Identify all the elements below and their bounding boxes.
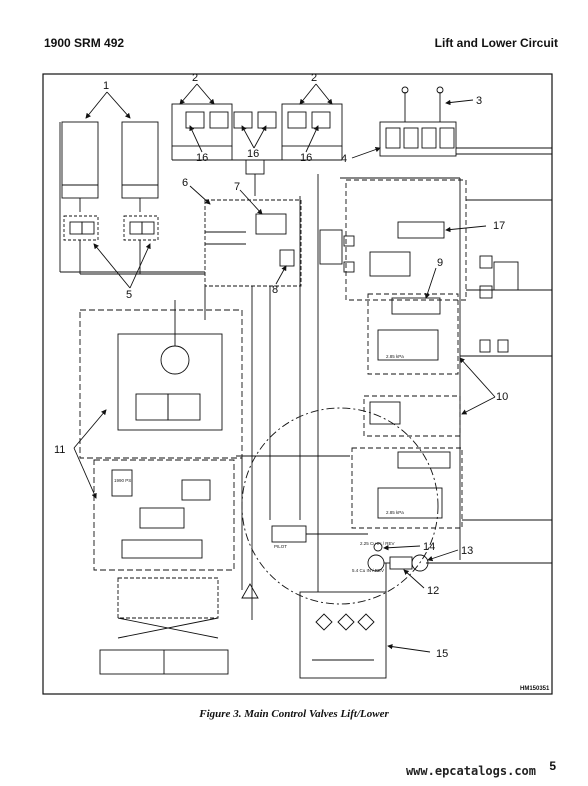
pilot-label: PILOT <box>274 544 287 549</box>
callout-12: 12 <box>427 585 439 597</box>
callout-16a: 16 <box>196 152 208 164</box>
watermark: www.epcatalogs.com <box>405 764 536 778</box>
callout-1: 1 <box>103 80 109 92</box>
steering-unit <box>79 300 243 459</box>
valve-block <box>379 121 457 157</box>
pump-displacement-label: 2.25 Cu IN / REV <box>360 541 395 546</box>
drawing-id: HM150351 <box>520 686 550 692</box>
lift-cylinder-left <box>61 121 99 212</box>
hydraulic-pump-section <box>93 459 235 639</box>
steer-cylinder <box>99 649 229 675</box>
motor-displacement-label: 5.4 Cu IN / REV <box>352 568 384 573</box>
callout-16b: 16 <box>247 148 259 160</box>
callout-15: 15 <box>436 648 448 660</box>
diagram-frame <box>42 73 553 695</box>
hydraulic-tank <box>299 591 387 679</box>
callout-13: 13 <box>461 545 473 557</box>
main-control-valve-section-lower <box>351 395 463 529</box>
callout-16c: 16 <box>300 152 312 164</box>
page-number: 5 <box>549 759 556 773</box>
control-levers <box>401 86 444 122</box>
solenoid-valve-right <box>479 255 519 299</box>
lowering-valve-left <box>63 215 99 274</box>
callout-9: 9 <box>437 257 443 269</box>
callout-2a: 2 <box>192 72 198 84</box>
check-valve-center-right <box>257 111 277 129</box>
main-control-valve-section-top <box>345 179 467 301</box>
callout-4: 4 <box>341 153 347 165</box>
header-right: Lift and Lower Circuit <box>434 36 558 50</box>
callout-11: 11 <box>54 444 65 456</box>
relief-label-c: 1990 PSI <box>114 478 133 483</box>
priority-manifold <box>204 199 302 287</box>
ground-symbol <box>241 583 259 599</box>
callout-17: 17 <box>493 220 505 232</box>
lift-cylinder-right <box>121 121 159 212</box>
solenoid-valve-mid <box>319 229 355 273</box>
flow-divider <box>245 159 265 175</box>
callout-3: 3 <box>476 95 482 107</box>
callout-6: 6 <box>182 177 188 189</box>
check-valve-center-left <box>233 111 253 129</box>
callout-2b: 2 <box>311 72 317 84</box>
tilt-cylinder-group-left <box>171 103 233 160</box>
callout-10: 10 <box>496 391 508 403</box>
tilt-cylinder-group-right <box>281 103 343 160</box>
header-left: 1900 SRM 492 <box>44 36 125 50</box>
callout-5: 5 <box>126 289 132 301</box>
main-control-valve-section-lift <box>367 293 459 375</box>
relief-label-b: 2.85 kPa <box>386 510 404 515</box>
check-valves-right <box>479 339 509 353</box>
lowering-valve-right <box>123 215 159 274</box>
relief-label-a: 2.85 kPa <box>386 354 404 359</box>
callout-7: 7 <box>234 181 240 193</box>
pump-assembly <box>271 525 429 572</box>
callout-14: 14 <box>423 541 435 553</box>
figure-caption: Figure 3. Main Control Valves Lift/Lower <box>199 708 389 720</box>
callout-8: 8 <box>272 284 278 296</box>
